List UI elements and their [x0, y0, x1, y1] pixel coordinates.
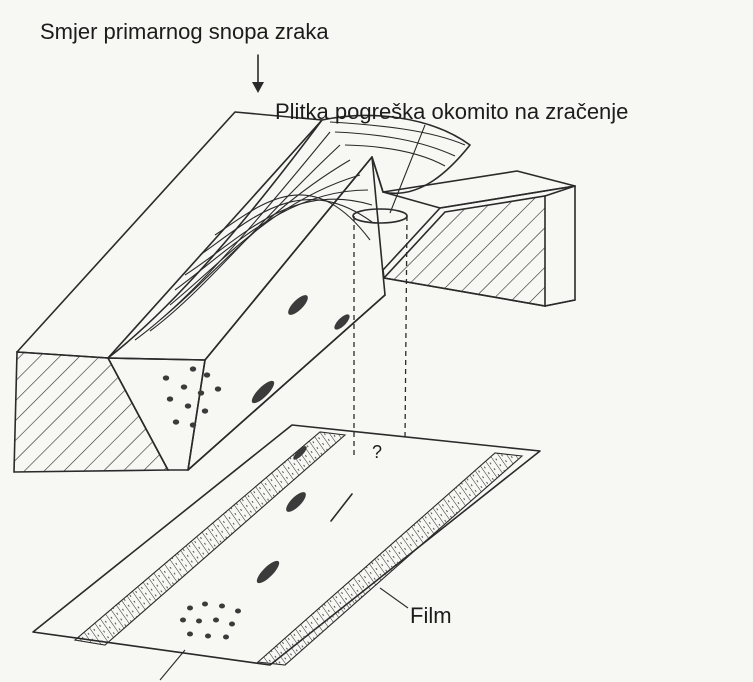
- question-mark-label: ?: [372, 442, 383, 462]
- beam-direction-label: Smjer primarnog snopa zraka: [40, 19, 329, 44]
- defect-projection: [352, 208, 408, 456]
- film-leader-line: [379, 587, 409, 609]
- beam-arrow: [252, 54, 264, 93]
- shallow-defect-label: Plitka pogreška okomito na zračenje: [275, 99, 629, 124]
- film-sheet: [32, 424, 541, 681]
- back-block: [382, 170, 576, 307]
- film-label: Film: [410, 603, 452, 628]
- film-indications: [180, 446, 353, 640]
- weld-block: [13, 111, 471, 473]
- defect-leader-line: [389, 124, 426, 214]
- weld-defects: [162, 295, 350, 428]
